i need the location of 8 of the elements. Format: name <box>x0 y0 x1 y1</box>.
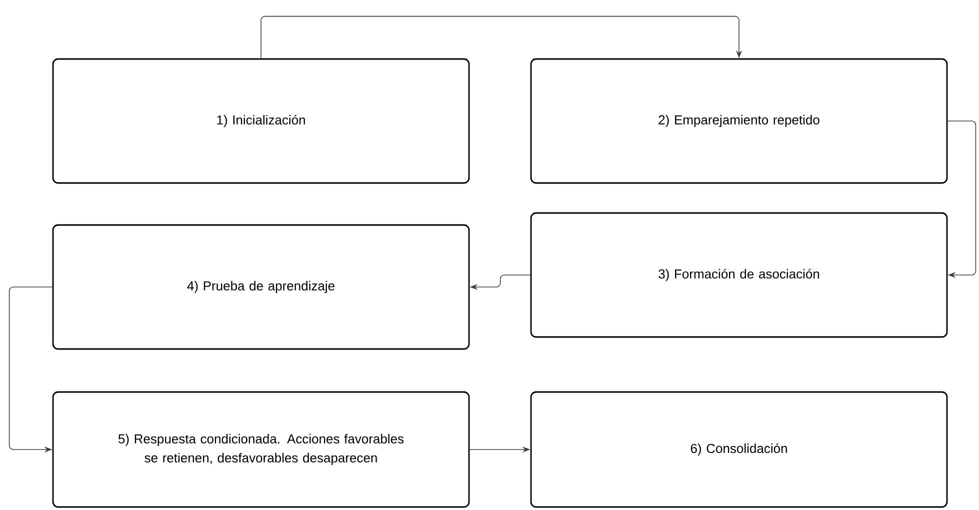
process-box: 4) Prueba de aprendizaje <box>52 224 470 350</box>
process-box: 2) Emparejamiento repetido <box>530 58 948 184</box>
arrow <box>260 16 742 59</box>
process-box: 3) Formación de asociación <box>530 212 948 338</box>
arrow <box>947 120 976 278</box>
process-box: 5) Respuesta condicionada. Acciones favorables se retienen, desfavorables desaparecen <box>52 391 470 508</box>
process-box: 1) Inicialización <box>52 58 470 184</box>
process-box: 6) Consolidación <box>530 391 948 508</box>
